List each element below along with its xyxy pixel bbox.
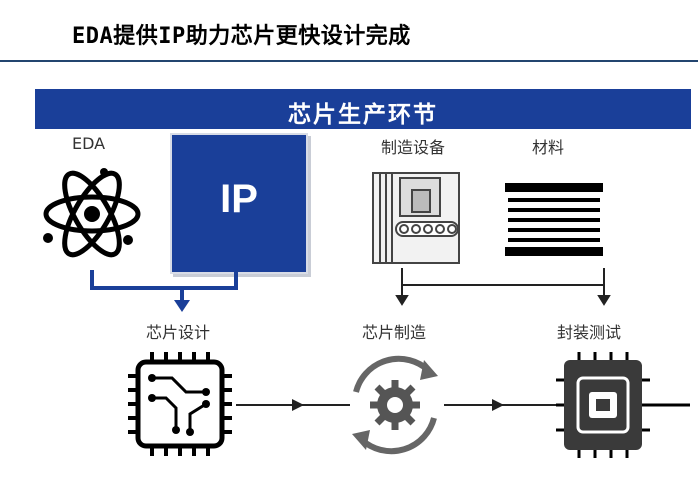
packaged-chip-icon bbox=[556, 352, 690, 458]
eda-ip-connector bbox=[90, 270, 238, 312]
factory-machine-icon bbox=[372, 172, 460, 264]
chip-manufacturing-label: 芯片制造 bbox=[362, 323, 427, 342]
banner-label: 芯片生产环节 bbox=[288, 102, 438, 128]
equipment-label: 制造设备 bbox=[381, 138, 446, 157]
flow-arrow-design-to-manufacturing bbox=[236, 399, 350, 411]
packaging-testing-label: 封装测试 bbox=[557, 323, 622, 342]
material-layers-icon bbox=[505, 183, 603, 256]
supply-connector bbox=[395, 268, 611, 306]
flow-arrow-manufacturing-to-packaging bbox=[444, 399, 556, 411]
ip-block: IP bbox=[170, 133, 308, 274]
eda-label: EDA bbox=[72, 134, 106, 153]
atom-icon bbox=[43, 168, 141, 258]
title-divider bbox=[0, 60, 698, 62]
materials-label: 材料 bbox=[532, 138, 565, 157]
circuit-chip-icon bbox=[128, 352, 232, 456]
gear-cycle-icon bbox=[352, 355, 438, 455]
ip-label: IP bbox=[220, 177, 258, 221]
chip-design-label: 芯片设计 bbox=[146, 323, 211, 342]
stage-banner: 芯片生产环节 bbox=[35, 89, 691, 129]
page-title: EDA提供IP助力芯片更快设计完成 bbox=[72, 24, 411, 49]
